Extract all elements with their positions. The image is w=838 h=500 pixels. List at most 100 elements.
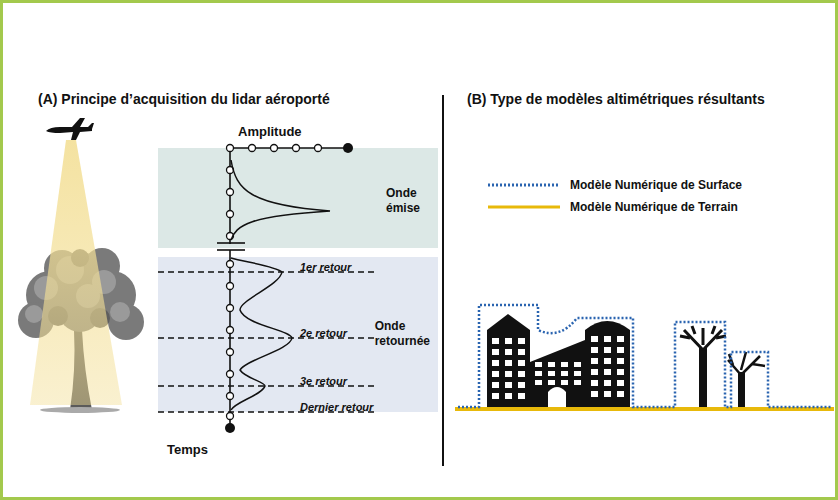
surface-line — [458, 305, 832, 407]
window — [561, 380, 568, 385]
axis-tick — [227, 261, 234, 268]
window — [535, 380, 542, 385]
emitted-wave — [231, 160, 330, 240]
city-illustration — [487, 314, 765, 409]
window — [604, 369, 611, 375]
axis-label: Amplitude — [238, 124, 302, 139]
band-label: Onde retournée — [375, 319, 430, 349]
window — [591, 347, 598, 353]
window — [574, 362, 581, 367]
window — [518, 382, 525, 388]
legend-text: Modèle Numérique de Terrain — [570, 200, 738, 214]
return-label: 3e retour — [300, 371, 347, 389]
window — [518, 360, 525, 366]
panel-title: (A) Principe d’acquisition du lidar aéro… — [38, 91, 330, 107]
window — [492, 393, 499, 399]
window — [492, 371, 499, 377]
axis-tick — [227, 145, 234, 152]
return-lines — [158, 272, 375, 412]
return-label: 2e retour — [300, 323, 347, 341]
signal-band: Onde retournée — [158, 257, 438, 412]
window — [617, 369, 624, 375]
return-label: 2e retour — [300, 327, 347, 339]
axis-tick — [271, 145, 278, 152]
window — [574, 380, 581, 385]
return-label: 1er retour — [300, 261, 351, 273]
window — [604, 380, 611, 386]
axis-tick — [227, 189, 234, 196]
axis-tick — [227, 283, 234, 290]
band-fill — [158, 148, 438, 248]
window — [492, 338, 499, 344]
window — [617, 391, 624, 397]
axis-tick — [227, 349, 234, 356]
window — [617, 380, 624, 386]
window — [505, 371, 512, 377]
return-label: Dernier retour — [300, 397, 373, 415]
window — [617, 358, 624, 364]
axis-label: Temps — [167, 442, 208, 457]
band-label: Onde émise — [386, 186, 420, 216]
window — [505, 382, 512, 388]
window — [518, 371, 525, 377]
axis-label: Temps — [167, 440, 208, 458]
window — [505, 349, 512, 355]
window — [505, 360, 512, 366]
axis-end — [225, 423, 235, 433]
legend-text: Modèle Numérique de Surface — [570, 178, 742, 192]
window — [604, 358, 611, 364]
axis-tick — [227, 211, 234, 218]
panel-title: (B) Type de modèles altimétriques résult… — [467, 91, 765, 107]
window — [561, 371, 568, 376]
window — [492, 360, 499, 366]
window — [591, 380, 598, 386]
window — [591, 336, 598, 342]
returned-wave — [231, 258, 292, 410]
laser-cone — [30, 140, 122, 405]
window — [535, 362, 542, 367]
axis-tick — [227, 371, 234, 378]
window — [604, 391, 611, 397]
legend-entry: Modèle Numérique de Surface — [488, 174, 742, 196]
window — [591, 369, 598, 375]
axis-tick — [227, 413, 234, 420]
window — [518, 393, 525, 399]
panel-title: (A) Principe d’acquisition du lidar aéro… — [38, 90, 330, 108]
band-fill — [158, 257, 438, 412]
window — [518, 338, 525, 344]
window — [548, 371, 555, 376]
return-label: 3e retour — [300, 375, 347, 387]
window — [561, 362, 568, 367]
window — [492, 349, 499, 355]
airplane-icon — [46, 118, 94, 140]
axis-tick — [227, 305, 234, 312]
return-label: 1er retour — [300, 257, 351, 275]
legend-line — [488, 184, 560, 187]
return-label: Dernier retour — [300, 401, 373, 413]
axis-label: Amplitude — [238, 122, 302, 140]
legend-sample — [488, 180, 560, 190]
axis-tick — [293, 145, 300, 152]
window — [604, 336, 611, 342]
legend-entry: Modèle Numérique de Terrain — [488, 196, 742, 218]
window — [591, 391, 598, 397]
window — [535, 371, 542, 376]
axis-tick — [315, 145, 322, 152]
legend-line — [488, 206, 560, 209]
divider — [442, 95, 444, 466]
window — [518, 349, 525, 355]
axis-tick — [227, 327, 234, 334]
window — [505, 338, 512, 344]
window — [617, 347, 624, 353]
axis-tick — [227, 393, 234, 400]
window — [591, 358, 598, 364]
window — [505, 393, 512, 399]
axis-tick — [249, 145, 256, 152]
panel-title: (B) Type de modèles altimétriques résult… — [467, 90, 765, 108]
window — [492, 382, 499, 388]
window — [574, 371, 581, 376]
legend-sample — [488, 202, 560, 212]
axis-end — [343, 143, 353, 153]
